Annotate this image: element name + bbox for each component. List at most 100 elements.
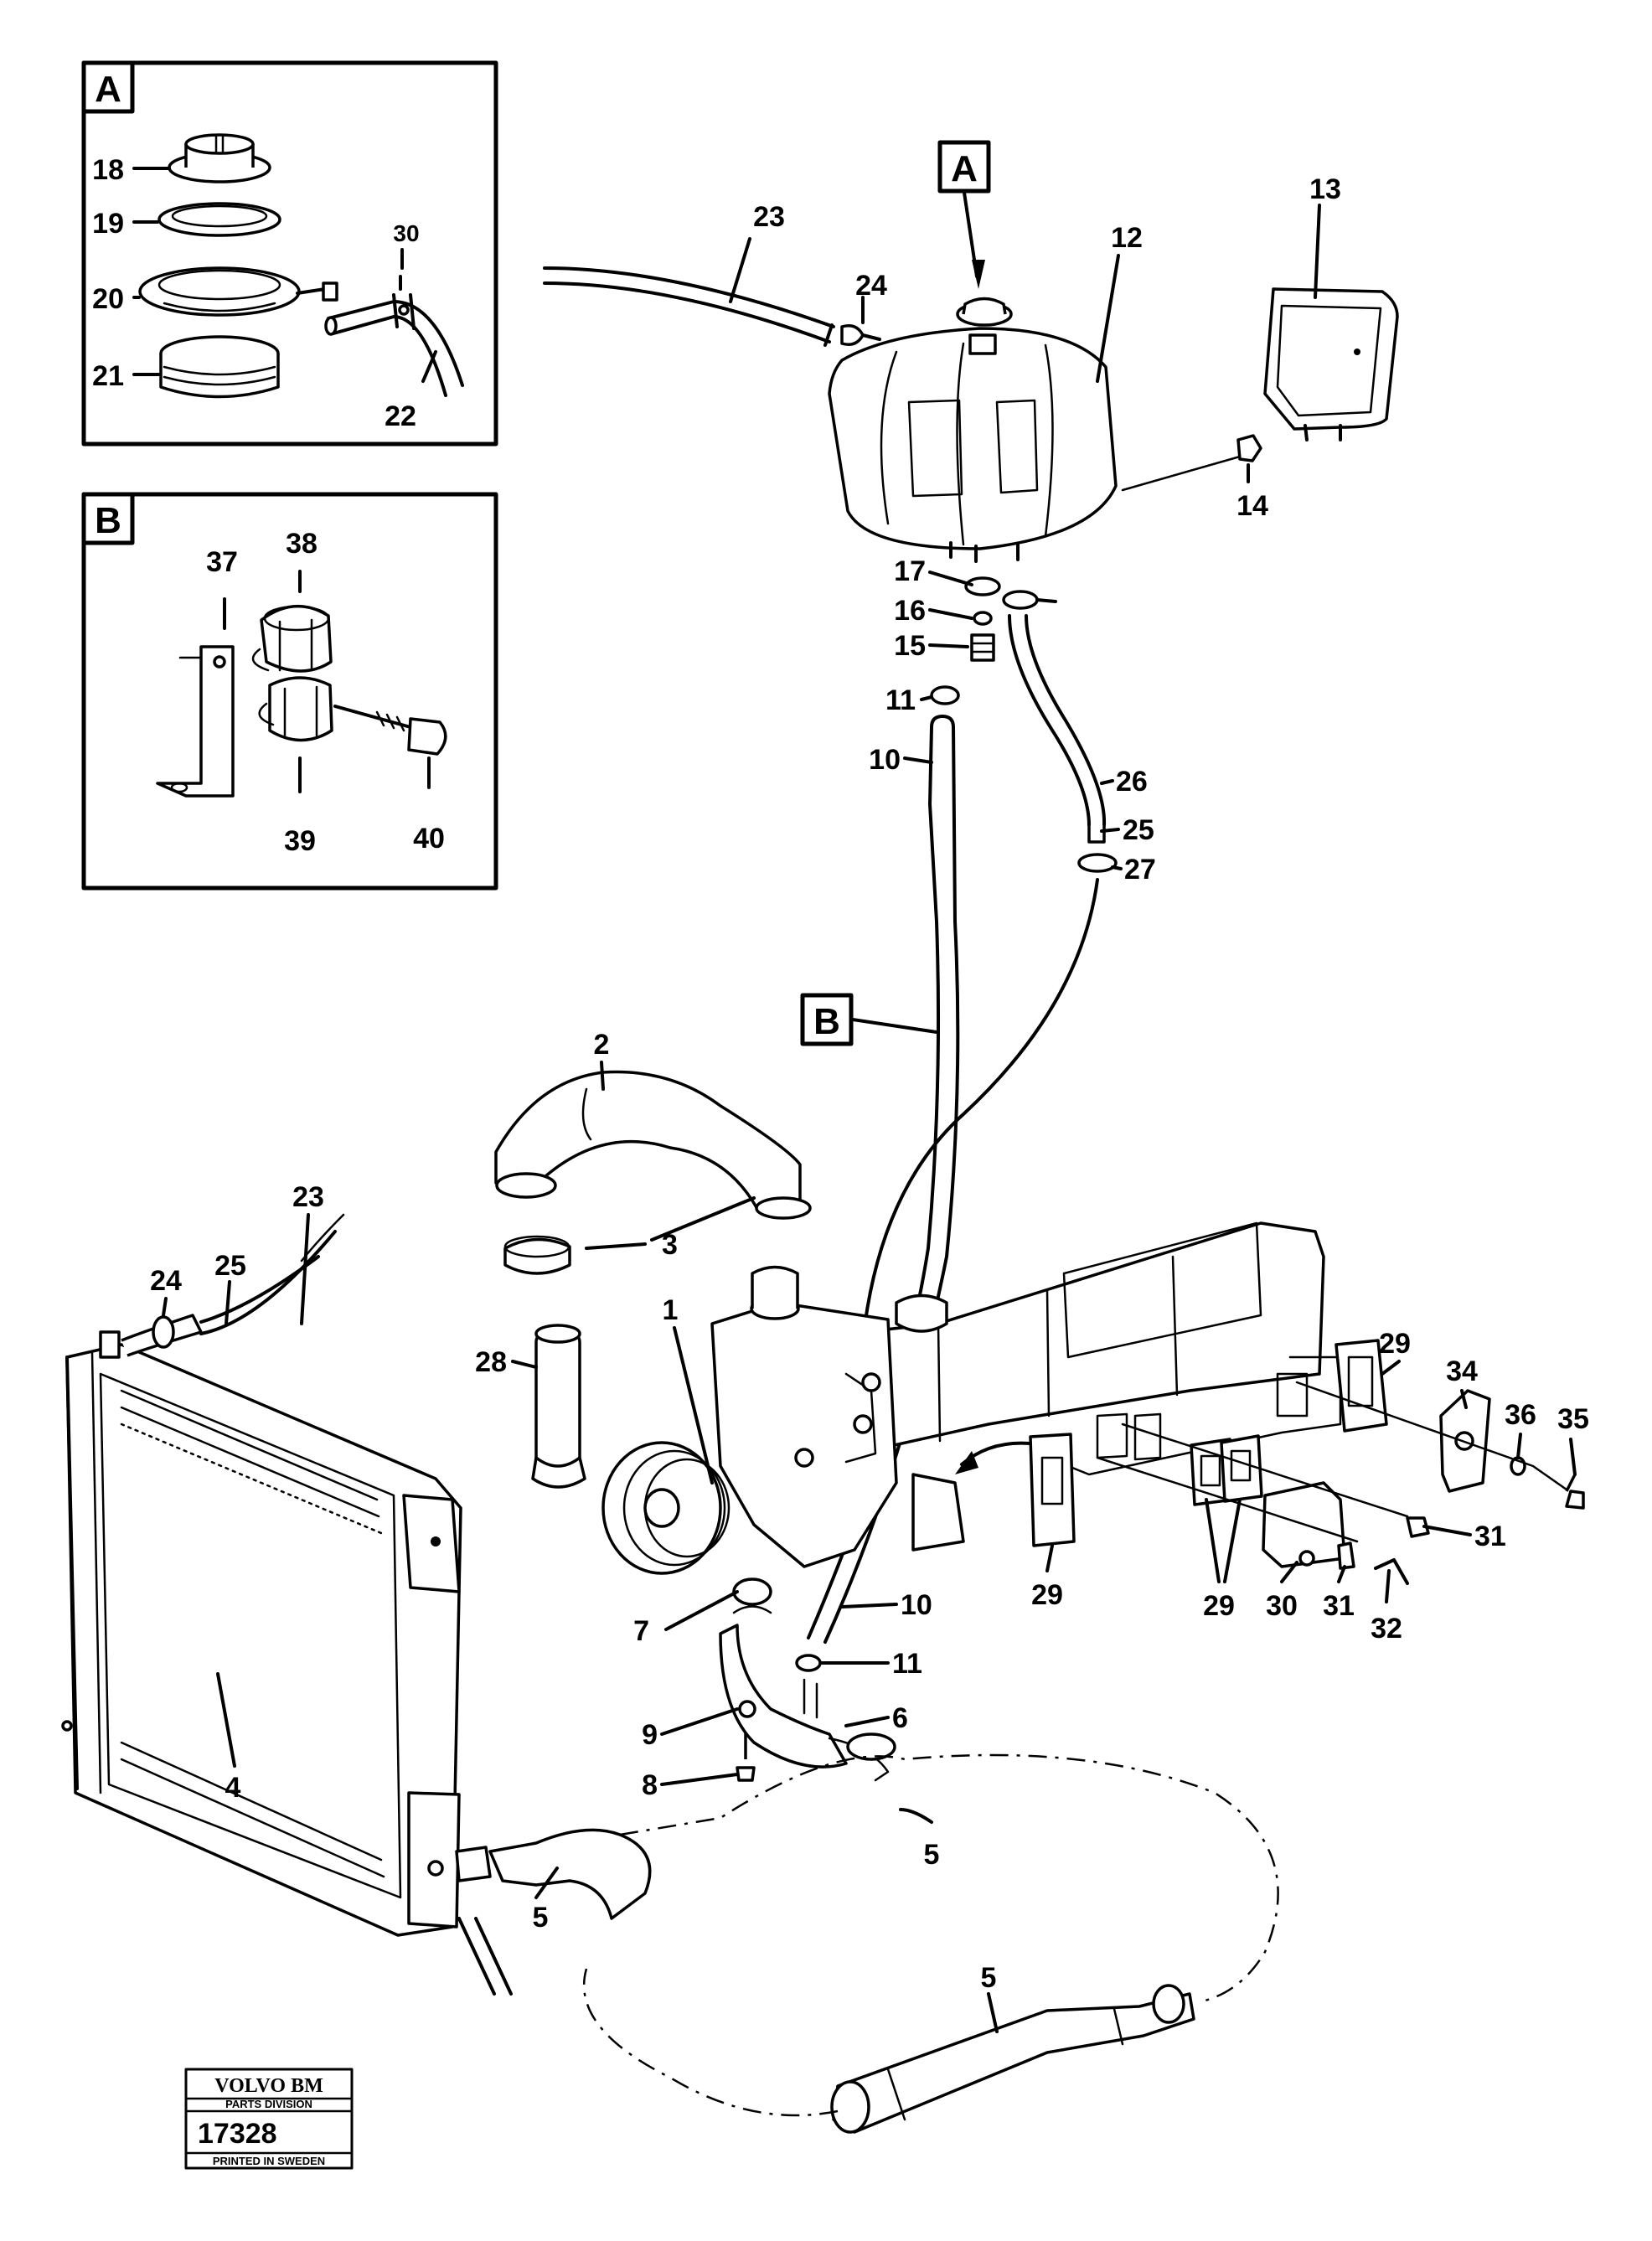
label-5-left: 5 [533,1902,549,1934]
hose-clamps-3 [503,1196,812,1275]
screw-31-upper [1406,1516,1430,1538]
overflow-hose-part [324,275,464,397]
label-23-lower: 23 [292,1181,324,1213]
bolt-32 [1374,1558,1409,1585]
label-35: 35 [1557,1403,1589,1435]
cylinder-head-cover [786,1221,1342,1476]
label-31-upper: 31 [1474,1521,1506,1552]
label-6: 6 [892,1702,908,1734]
clamp-lower-part [258,676,333,742]
hose-route-dashed [582,1753,1279,2117]
overflow-hose-to-engine [861,878,1099,1342]
label-2: 2 [594,1029,610,1061]
bolt-8-washer-9 [736,1700,756,1782]
label-38: 38 [286,528,317,560]
label-31-lower: 31 [1323,1590,1355,1622]
label-17: 17 [894,555,926,587]
label-5-bottom: 5 [981,1962,997,1994]
callout-a-letter: A [951,148,978,189]
inset-b-panel: B 37 38 39 40 [81,492,498,891]
label-14: 14 [1236,490,1268,522]
radiator-filler-hose-25-lower [99,1213,345,1359]
label-26: 26 [1116,766,1148,798]
volvo-bm-stamp: VOLVO BM PARTS DIVISION 17328 PRINTED IN… [184,2068,354,2170]
bracket-part [156,645,235,798]
connector-25-upper [1077,825,1118,873]
pipe-5-bottom [830,1984,1195,2134]
filler-neck-part [138,266,338,317]
label-20: 20 [92,283,124,315]
label-40: 40 [413,823,445,855]
label-18: 18 [92,154,124,186]
gasket-ring-part [157,202,281,237]
label-15: 15 [894,630,926,662]
label-37: 37 [206,546,238,578]
label-34: 34 [1446,1355,1478,1387]
label-9: 9 [642,1719,658,1751]
stamp-number: 17328 [198,2118,277,2150]
stamp-printed: PRINTED IN SWEDEN [213,2155,325,2167]
label-29-middle: 29 [1203,1590,1235,1622]
label-29-left: 29 [1031,1579,1063,1611]
callout-box-a: A [937,140,991,289]
label-32: 32 [1371,1613,1402,1645]
label-10-lower: 10 [901,1589,932,1621]
label-36: 36 [1505,1399,1536,1431]
inset-b-letter: B [95,500,121,541]
radiator-4 [61,1343,462,1937]
label-27: 27 [1124,854,1156,886]
inset-a-panel: A [81,60,498,447]
stamp-division: PARTS DIVISION [225,2098,312,2110]
gaskets-29-middle [1190,1434,1263,1506]
gasket-29-left [1029,1433,1076,1547]
inset-a-letter: A [95,69,121,110]
clamp-upper-part [251,605,333,673]
label-21: 21 [92,360,124,392]
label-28: 28 [475,1346,507,1378]
label-39: 39 [284,825,316,857]
label-13: 13 [1309,173,1341,205]
mounting-strap-13 [1263,287,1399,441]
upper-hose-23 [543,266,835,347]
leader-line-35 [1295,1381,1568,1491]
label-7: 7 [633,1615,649,1647]
label-11-upper: 11 [885,684,916,716]
callout-b-letter: B [813,1001,840,1042]
label-1: 1 [663,1294,679,1326]
label-10-upper: 10 [869,744,901,776]
bolt-part [333,705,447,756]
exhaust-ports [1096,1372,1309,1461]
label-11-lower: 11 [892,1648,922,1680]
strap-leader-line [1121,455,1242,492]
label-23-top: 23 [753,201,785,233]
filler-cap-part [168,133,271,183]
leader-line-31 [1096,1423,1409,1543]
fittings-15-17 [964,576,1057,662]
expansion-tank-12 [828,297,1118,563]
callout-box-b: B [800,993,938,1046]
label-19: 19 [92,208,124,240]
label-8: 8 [642,1769,658,1801]
label-30: 30 [1266,1590,1298,1622]
lower-hose-6 [719,1624,896,1782]
label-4: 4 [225,1772,241,1804]
thermostat-housing-28 [531,1324,586,1489]
label-16: 16 [894,595,926,627]
leader-lines [162,204,1577,2033]
overflow-hose-26 [1008,614,1107,827]
hose-clamp-24 [840,324,881,346]
label-12: 12 [1111,222,1143,254]
thermostat-fitting-7 [732,1577,772,1614]
gasket-29-right [1335,1339,1388,1433]
threaded-ring-part [159,335,280,399]
nut-14 [1236,434,1262,462]
assembly-arrow-head [955,1451,978,1474]
label-5-right: 5 [924,1839,940,1871]
label-30-inset: 30 [393,220,419,246]
bolt-35 [1565,1474,1585,1510]
label-24-top: 24 [855,270,887,302]
label-25-upper: 25 [1123,814,1154,846]
pulley [601,1441,730,1575]
water-pump-1 [710,1265,965,1568]
